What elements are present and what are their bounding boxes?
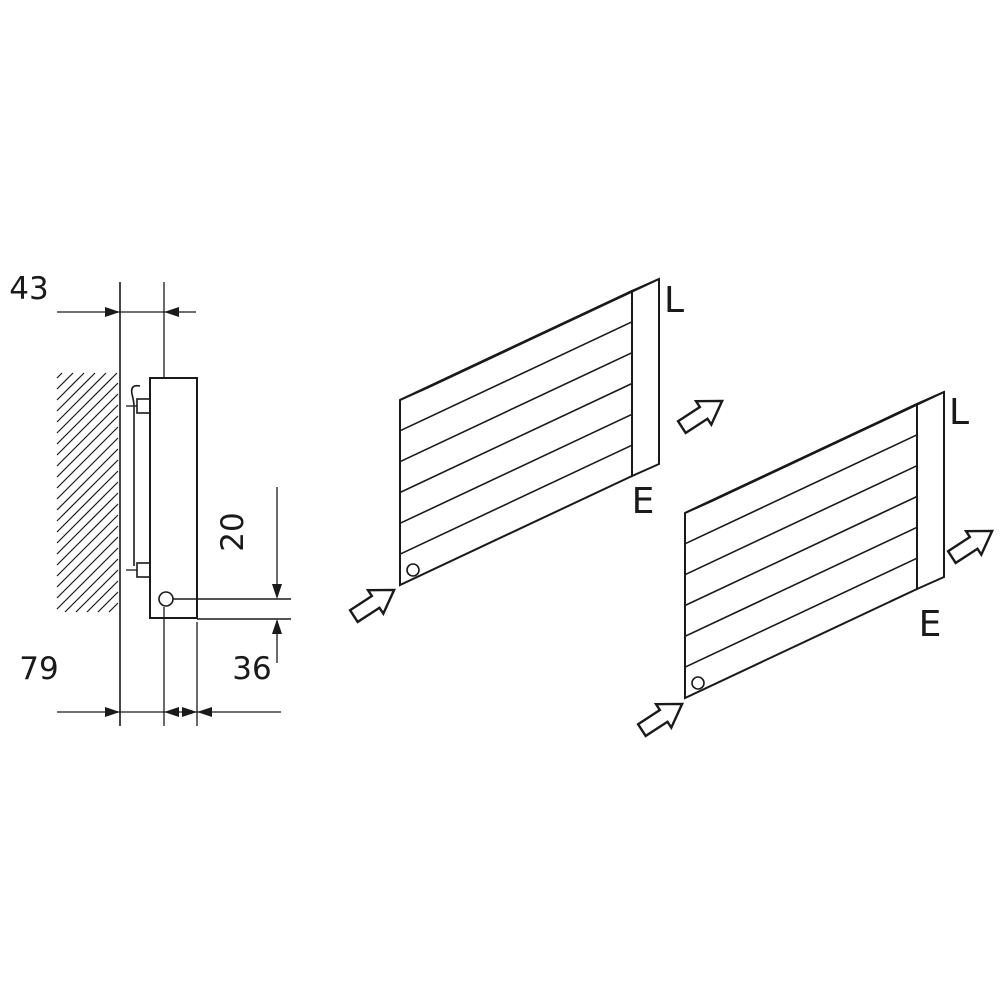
flow-arrow-icon bbox=[348, 588, 397, 624]
pipe-connection-circle bbox=[158, 591, 174, 607]
bracket-clip-top bbox=[136, 398, 151, 414]
flow-arrow-icon bbox=[946, 529, 995, 565]
front-slat-lines bbox=[399, 321, 633, 555]
front-slat-lines bbox=[684, 434, 918, 668]
dimension-arrow-icon bbox=[272, 619, 282, 634]
dimension-arrow-icon bbox=[272, 584, 282, 599]
open-top-rim bbox=[414, 285, 645, 394]
dimension-arrow-icon bbox=[164, 707, 179, 717]
flow-arrow-icon bbox=[676, 399, 725, 435]
label-inlet-E: E bbox=[919, 604, 942, 645]
radiator-end-face bbox=[631, 277, 660, 478]
top-grille-lines bbox=[694, 395, 935, 510]
radiator-side-view: 43 20 79 36 bbox=[9, 271, 291, 726]
mounting-bracket bbox=[126, 384, 151, 578]
bracket-clip-bottom bbox=[136, 562, 151, 578]
dimension-arrow-icon bbox=[182, 707, 197, 717]
dimension-arrow-icon bbox=[105, 307, 120, 317]
bracket-strap bbox=[130, 384, 141, 566]
dimension-pipe-offset: 20 bbox=[215, 487, 282, 663]
iso-radiator-open-top: L E bbox=[399, 277, 684, 587]
wall-hatch bbox=[56, 372, 119, 613]
drain-valve-circle bbox=[406, 563, 420, 577]
flow-arrow-icon bbox=[636, 702, 685, 738]
dimension-wall-gap: 43 bbox=[9, 271, 196, 377]
dimension-43-label: 43 bbox=[9, 271, 48, 307]
radiator-panel-side bbox=[149, 377, 198, 619]
drain-valve-circle bbox=[691, 676, 705, 690]
dimension-arrow-icon bbox=[164, 307, 179, 317]
label-inlet-E: E bbox=[632, 481, 655, 522]
dimension-arrow-icon bbox=[105, 707, 120, 717]
dimension-36-label: 36 bbox=[232, 651, 271, 687]
dimension-arrow-icon bbox=[197, 707, 212, 717]
radiator-end-face bbox=[916, 390, 945, 591]
dimension-79-label: 79 bbox=[19, 651, 58, 687]
dimension-20-label: 20 bbox=[215, 512, 251, 551]
label-outlet-L: L bbox=[664, 280, 684, 321]
iso-radiator-grille-top: L E bbox=[684, 390, 969, 700]
dimension-bottom-group: 79 36 bbox=[19, 607, 281, 726]
label-outlet-L: L bbox=[949, 392, 969, 433]
